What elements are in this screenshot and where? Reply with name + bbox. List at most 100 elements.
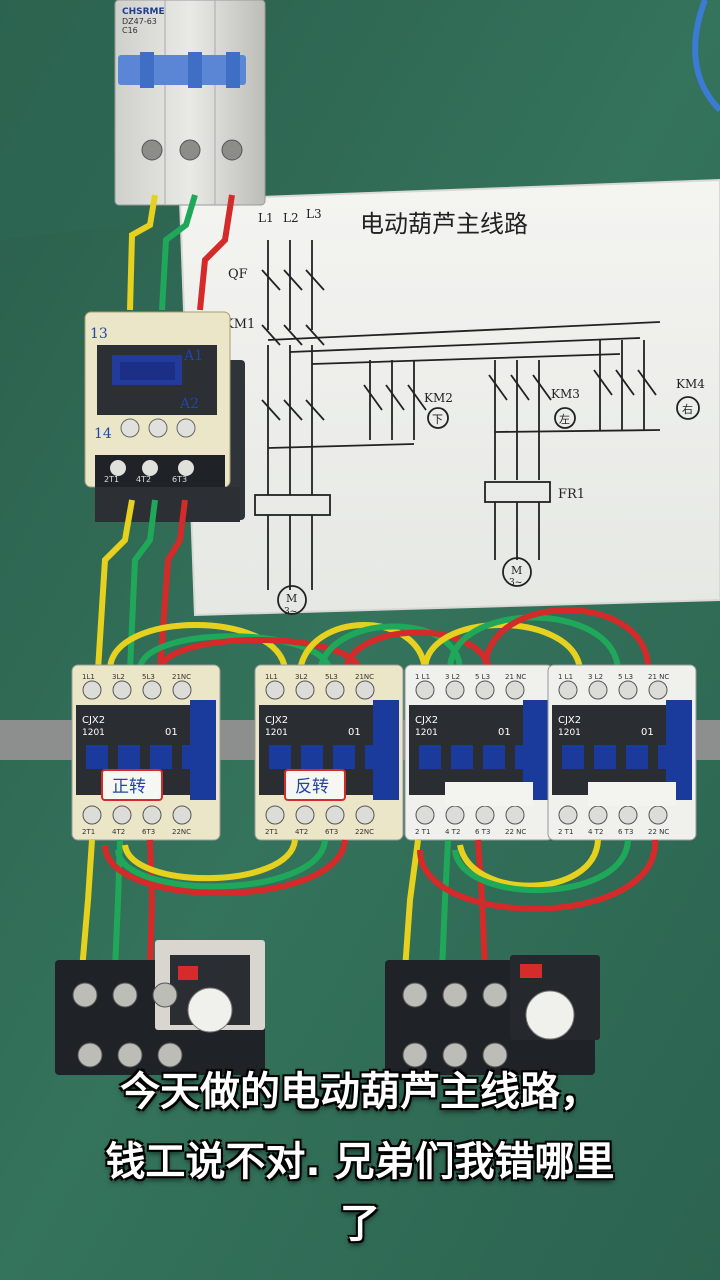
bottom-terminal-label: 6 T3 [475,828,490,836]
diagram-km4-symbol: 右 [682,402,693,416]
thermal-relay-left [55,940,265,1075]
contactor-contact: 01 [348,727,361,738]
terminal-screw [558,680,578,700]
bottom-terminal-label: 6T3 [142,828,155,836]
bottom-terminal-label: 4 T2 [445,828,460,836]
top-terminal-label: 3 L2 [588,673,603,681]
top-terminal-label: 3L2 [295,673,308,681]
terminal-screw [142,680,162,700]
terminal-screw [112,680,132,700]
breaker-brand: CHSRME [122,7,165,17]
terminal-screw [82,680,102,700]
contactor-sub: 1201 [558,728,581,738]
contactor-contact: 01 [498,727,511,738]
contactor-top: 13 A1 A2 14 2T1 4T2 6T3 [84,311,245,522]
diagram-l2: L2 [283,211,299,225]
contactor-sub: 1201 [415,728,438,738]
caption-line-2: 钱工说不对. 兄弟们我错哪里 [105,1139,615,1185]
top-terminal-label: 21 NC [648,673,669,681]
bottom-terminal-label: 22 NC [505,828,526,836]
diagram-km2-symbol: 下 [432,413,443,426]
top-terminal-label: 21 NC [505,673,526,681]
bottom-terminal-label: 22 NC [648,828,669,836]
terminal-screw [265,805,285,825]
terminal-screw [415,680,435,700]
caption-line-1: 今天做的电动葫芦主线路， [120,1069,600,1115]
bottom-terminal-label: 2T1 [82,828,95,836]
bottom-terminal-label: 6T3 [325,828,338,836]
terminal-screw [325,680,345,700]
terminal-screw [415,805,435,825]
contactor-top-t3: 6T3 [172,475,187,484]
bottom-terminal-label: 2 T1 [558,828,573,836]
terminal-screw [355,680,375,700]
contactor-model: CJX2 [265,715,288,726]
top-terminal-label: 1L1 [82,673,95,681]
bottom-terminal-label: 22NC [172,828,191,836]
contactor-top-a1: A1 [183,348,203,364]
contactor-model: CJX2 [415,715,438,726]
terminal-screw [648,805,668,825]
contactor-top-t2: 4T2 [136,475,151,484]
diagram-motor-left-sub: 3~ [284,607,297,617]
diagram-title: 电动葫芦主线路 [360,210,528,238]
contactor-tag: 反转 [295,777,329,797]
caption-line-3: 了 [340,1201,380,1247]
diagram-l1: L1 [258,211,274,225]
bottom-terminal-label: 4 T2 [588,828,603,836]
diagram-km3-symbol: 左 [559,413,570,426]
contactor-contact: 01 [165,727,178,738]
contactor-sub: 1201 [82,728,105,738]
terminal-screw [618,805,638,825]
bottom-terminal-label: 6 T3 [618,828,633,836]
wiring-diagram-paper: 电动葫芦主线路 [178,178,720,617]
top-terminal-label: 21NC [172,673,191,681]
bottom-terminal-label: 4T2 [112,828,125,836]
contactor-contact: 01 [641,727,654,738]
diagram-motor-right-sub: 3~ [509,578,522,588]
top-terminal-label: 21NC [355,673,374,681]
diagram-motor-right: M [511,564,522,577]
top-terminal-label: 5 L3 [618,673,633,681]
bottom-terminal-label: 4T2 [295,828,308,836]
thermal-relay-right [385,955,600,1075]
contactor-top-t1: 2T1 [104,475,119,484]
circuit-breaker: CHSRME DZ47-63 C16 [114,0,266,206]
contactor-tag: 正转 [112,777,146,797]
terminal-screw [265,680,285,700]
terminal-screw [558,805,578,825]
top-terminal-label: 3 L2 [445,673,460,681]
terminal-screw [355,805,375,825]
diagram-qf: QF [228,267,248,282]
contactor-4: 1 L1 2 T1 3 L2 4 T2 5 L3 6 T3 21 NC 22 NC CJX2 12… [547,664,697,841]
terminal-screw [142,805,162,825]
terminal-screw [325,805,345,825]
contactor-top-a2: A2 [179,396,199,412]
top-terminal-label: 1L1 [265,673,278,681]
terminal-screw [295,805,315,825]
terminal-screw [112,805,132,825]
diagram-km4: KM4 [676,377,705,391]
terminal-screw [295,680,315,700]
bottom-terminal-label: 22NC [355,828,374,836]
contactor-top-terminal-13: 13 [90,326,108,342]
diagram-km3: KM3 [551,387,580,401]
terminal-screw [445,805,465,825]
contactor-model: CJX2 [558,715,581,726]
terminal-screw [648,680,668,700]
diagram-motor-left: M [286,592,297,605]
top-terminal-label: 1 L1 [558,673,573,681]
top-terminal-label: 5L3 [142,673,155,681]
diagram-fr: FR1 [558,487,585,502]
diagram-l3: L3 [306,207,322,221]
terminal-screw [475,680,495,700]
breaker-rating: C16 [122,26,138,35]
top-terminal-label: 1 L1 [415,673,430,681]
bottom-terminal-label: 2 T1 [415,828,430,836]
bottom-terminal-label: 2T1 [265,828,278,836]
